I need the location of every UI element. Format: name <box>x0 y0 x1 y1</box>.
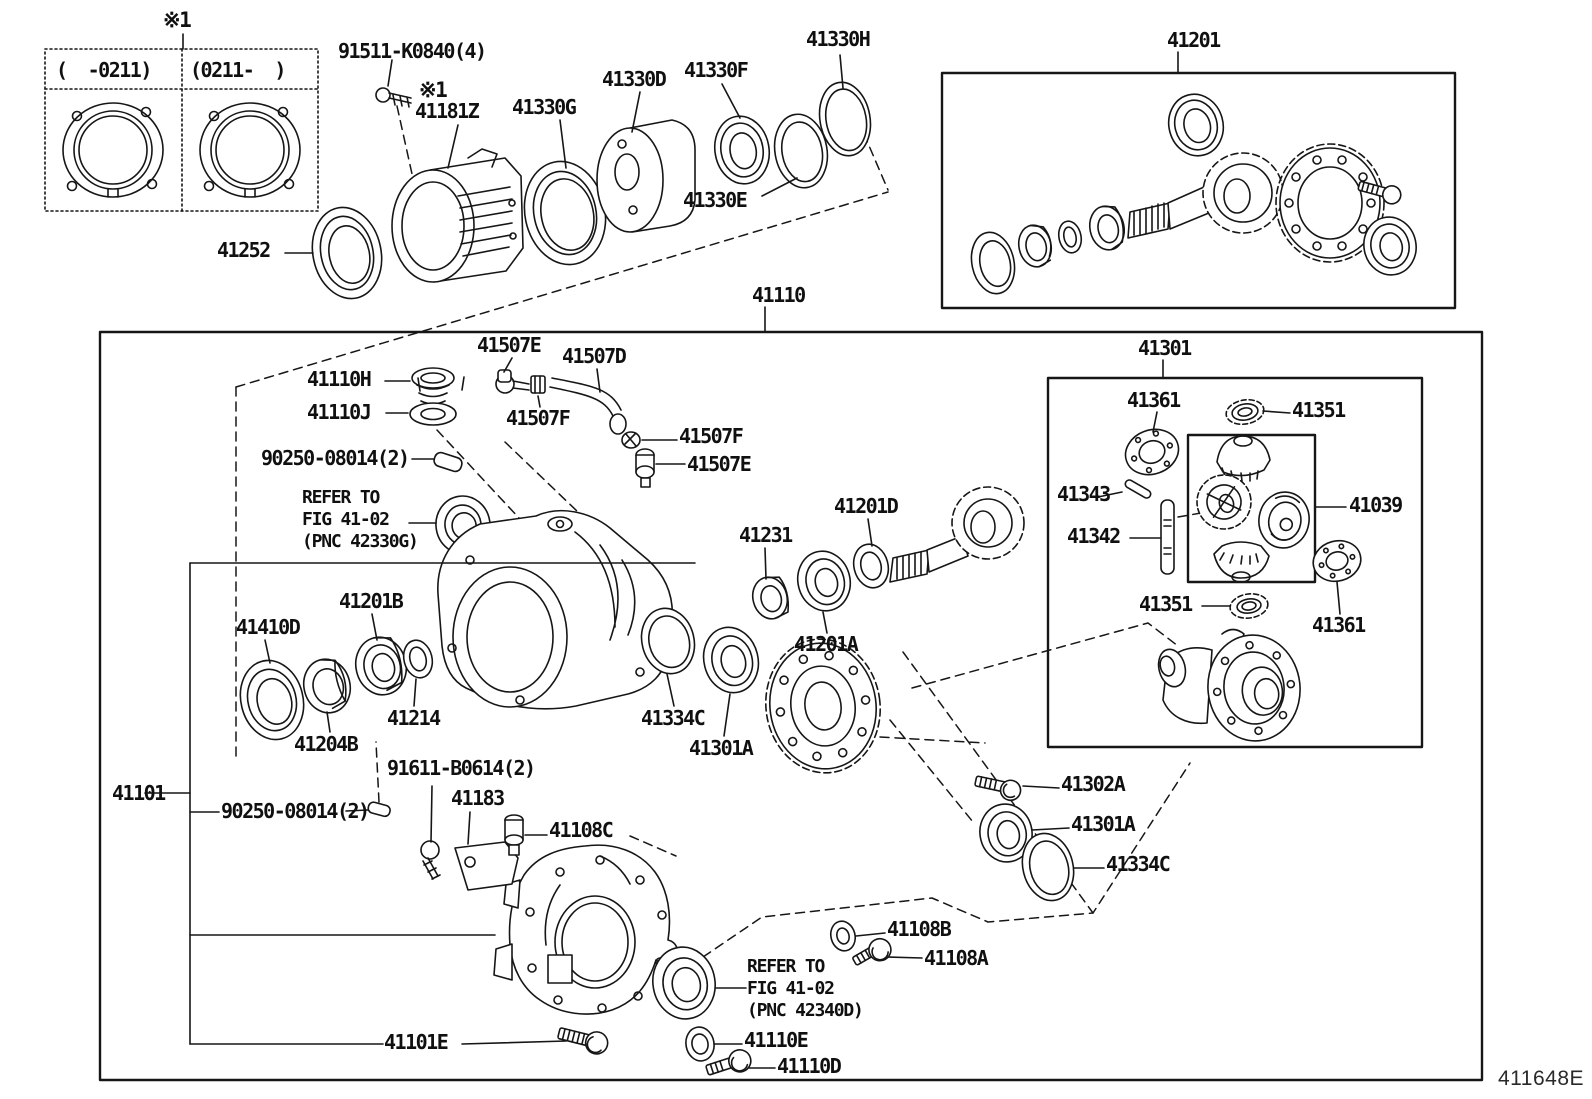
part-label-41039[interactable]: 41039 <box>1349 493 1403 517</box>
part-label-41231[interactable]: 41231 <box>739 523 793 547</box>
part-label-41201A[interactable]: 41201A <box>794 632 859 656</box>
box-41110 <box>98 330 1484 1082</box>
part-label-90250-bottom[interactable]: 90250-08014(2) <box>221 799 370 823</box>
drawing-code: 411648E <box>1498 1067 1585 1090</box>
drive-pinion-kit-drawing <box>970 93 1417 295</box>
part-label-41301A-right[interactable]: 41301A <box>1071 812 1136 836</box>
side-bearing-right-parts <box>974 775 1075 902</box>
group-label-41110[interactable]: 41110 <box>752 283 806 307</box>
carrier-joint-parts <box>640 607 882 774</box>
part-label-41183[interactable]: 41183 <box>451 786 505 810</box>
box-spider-gear-kit <box>1186 433 1317 584</box>
part-label-41361-top[interactable]: 41361 <box>1127 388 1181 412</box>
note-refer-42330G: REFER TO FIG 41-02 (PNC 42330G) <box>302 487 419 552</box>
carrier-housing-drawing <box>437 509 674 710</box>
part-label-41181Z[interactable]: 41181Z <box>415 99 480 123</box>
ring-gear-bolt-holes <box>1284 155 1376 251</box>
part-label-41252[interactable]: 41252 <box>217 238 271 262</box>
part-label-41507F-right[interactable]: 41507F <box>679 424 744 448</box>
group-boxes <box>98 71 1484 1082</box>
part-label-41507F-left[interactable]: 41507F <box>506 406 571 430</box>
construction-lines <box>235 105 1231 958</box>
part-label-41507E-top[interactable]: 41507E <box>477 333 542 357</box>
part-label-41110J[interactable]: 41110J <box>307 400 372 424</box>
part-label-41110E[interactable]: 41110E <box>744 1028 809 1052</box>
part-label-41330E[interactable]: 41330E <box>683 188 748 212</box>
part-label-41301A-mid[interactable]: 41301A <box>689 736 754 760</box>
extension-housing-parts <box>311 81 872 300</box>
part-label-41351-bottom[interactable]: 41351 <box>1139 592 1193 616</box>
group-bracket-41101 <box>189 562 696 1045</box>
part-label-41110H[interactable]: 41110H <box>307 367 372 391</box>
bottom-fasteners <box>420 814 892 1076</box>
note-marker-housing: ※1 <box>419 78 448 102</box>
part-label-41361-bottom[interactable]: 41361 <box>1312 613 1366 637</box>
rear-cover-drawing <box>493 844 716 1020</box>
part-label-41108C[interactable]: 41108C <box>549 818 614 842</box>
part-label-41101[interactable]: 41101 <box>112 781 166 805</box>
leader-lines <box>144 33 1347 1069</box>
part-label-41330G[interactable]: 41330G <box>512 95 577 119</box>
part-label-90250-top[interactable]: 90250-08014(2) <box>261 446 410 470</box>
part-label-41342[interactable]: 41342 <box>1067 524 1121 548</box>
part-label-41410D[interactable]: 41410D <box>236 615 301 639</box>
part-label-41507E-right[interactable]: 41507E <box>687 452 752 476</box>
part-label-41108B[interactable]: 41108B <box>887 917 952 941</box>
part-label-41343[interactable]: 41343 <box>1057 482 1111 506</box>
part-label-41101E[interactable]: 41101E <box>384 1030 449 1054</box>
part-label-41214[interactable]: 41214 <box>387 706 441 730</box>
part-label-41108A[interactable]: 41108A <box>924 946 989 970</box>
gasket-drawings <box>62 102 301 198</box>
note-marker-table: ※1 <box>163 8 192 32</box>
part-label-41330D[interactable]: 41330D <box>602 67 667 91</box>
part-label-41302A[interactable]: 41302A <box>1061 772 1126 796</box>
box-41301 <box>1046 376 1424 749</box>
pinion-and-bearing-center <box>751 486 1025 620</box>
part-label-91511-K0840[interactable]: 91511-K0840(4) <box>338 39 487 63</box>
part-label-41330F[interactable]: 41330F <box>684 58 749 82</box>
part-label-41507D[interactable]: 41507D <box>562 344 627 368</box>
part-label-41351-top[interactable]: 41351 <box>1292 398 1346 422</box>
part-label-41110D[interactable]: 41110D <box>777 1054 842 1078</box>
box-41201 <box>940 71 1457 310</box>
group-label-41201[interactable]: 41201 <box>1167 28 1221 52</box>
group-label-41301[interactable]: 41301 <box>1138 336 1192 360</box>
note-refer-42340D: REFER TO FIG 41-02 (PNC 42340D) <box>747 956 864 1021</box>
part-label-41330H[interactable]: 41330H <box>806 27 871 51</box>
part-label-41201B[interactable]: 41201B <box>339 589 404 613</box>
differential-case-kit-drawing <box>367 398 1362 818</box>
table-header-late: (0211- ) <box>190 58 286 82</box>
part-label-41334C-mid[interactable]: 41334C <box>641 706 706 730</box>
part-label-91611-B0614[interactable]: 91611-B0614(2) <box>387 756 536 780</box>
variant-table-grid <box>44 48 319 212</box>
table-header-early: ( -0211) <box>56 58 152 82</box>
side-bearing-left-parts <box>239 636 434 741</box>
part-label-41201D[interactable]: 41201D <box>834 494 899 518</box>
part-label-41334C-right[interactable]: 41334C <box>1106 852 1171 876</box>
part-label-41204B[interactable]: 41204B <box>294 732 359 756</box>
